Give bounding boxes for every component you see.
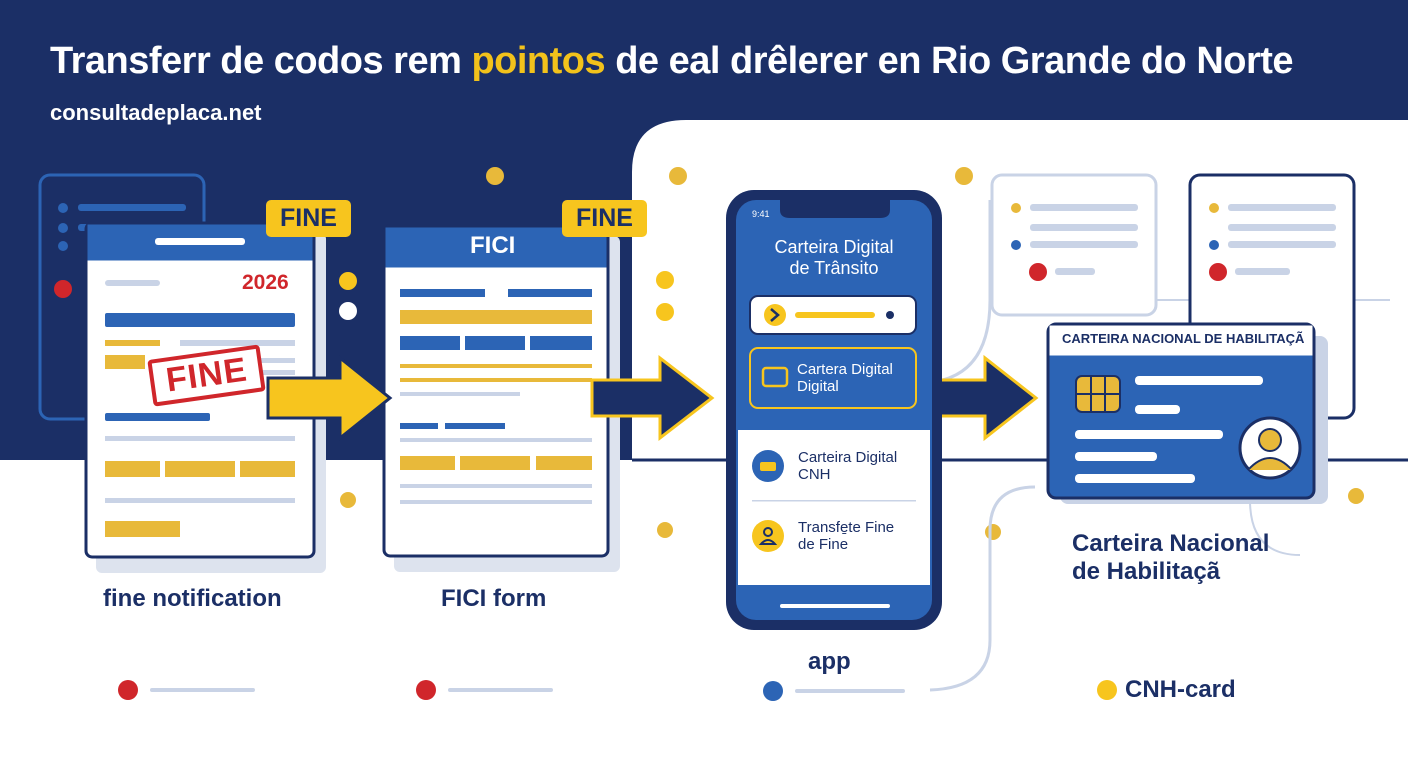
arrow-right-icon (266, 354, 393, 442)
app-option-card[interactable]: Cartera Digital Digital (797, 361, 893, 395)
phone-status-time: 9:41 (752, 209, 770, 219)
title-prefix: Transferr de codos rem (50, 40, 472, 82)
title-suffix: de eal drêlerer en Rio Grande do Norte (605, 40, 1294, 82)
fici-form-document (382, 224, 610, 558)
step1-label: fine notification (103, 585, 282, 612)
menu-item-line2: CNH (798, 466, 831, 483)
menu-item-line1: Transfe̱te Fine (798, 519, 895, 536)
fine-badge: FINE (562, 200, 647, 237)
app-heading-line1: Carteira Digital (774, 237, 894, 257)
step4-label-line2: de Habilitaçã (1072, 558, 1221, 585)
notification-year: 2026 (242, 271, 289, 294)
app-option-line2: Digital (797, 378, 839, 395)
app-menu-item-cnh[interactable]: Carteira Digital CNH (798, 449, 897, 483)
app-heading-line2: de Trânsito (789, 258, 879, 278)
fine-badge: FINE (266, 200, 351, 237)
app-menu-item-transfer[interactable]: Transfe̱te Fine de Fine (798, 519, 894, 553)
legend-cnh-card: CNH-card (1125, 676, 1236, 703)
app-heading: Carteira Digital de Trânsito (738, 237, 930, 279)
step2-label: FICI form (441, 585, 547, 612)
card-header: CARTEIRA NACIONAL DE HABILITAÇÃ (1062, 331, 1305, 346)
step3-label: app (808, 648, 851, 675)
site-url: consultadeplaca.net (50, 100, 262, 125)
page-title: Transferr de codos rem pointos de eal dr… (50, 40, 1294, 83)
step4-label: Carteira Nacional de Habilitaçã (1072, 530, 1269, 586)
menu-item-line2: de Fine (798, 536, 849, 553)
arrow-right-icon (590, 354, 715, 442)
fici-heading: FICI (470, 232, 516, 259)
title-highlight: pointos (471, 40, 606, 82)
menu-item-line1: Carteira Digital (798, 449, 898, 466)
step4-label-line1: Carteira Nacional (1072, 530, 1270, 557)
app-option-line1: Cartera Digital (797, 361, 893, 378)
